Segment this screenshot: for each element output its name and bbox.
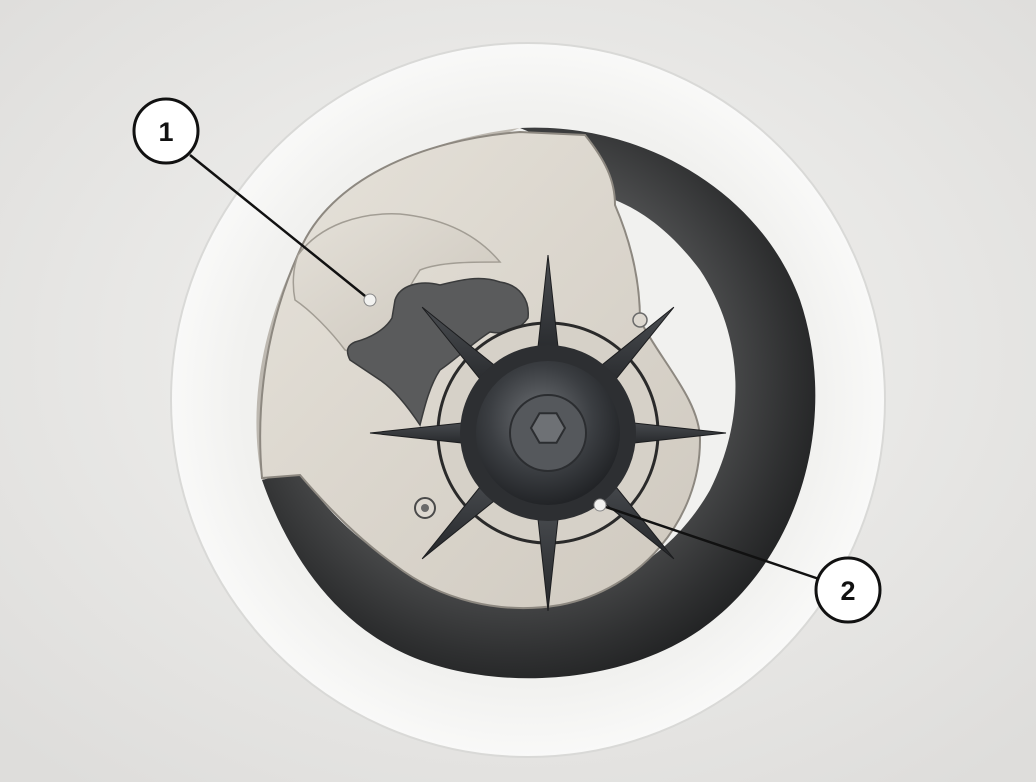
hex-bolt [531,413,565,442]
callout-2-anchor [594,499,606,511]
bolt-left [415,498,435,518]
callout-1-anchor [364,294,376,306]
bolt-right [633,313,647,327]
callout-1-label: 1 [158,117,173,147]
agitator [370,255,726,611]
callout-2-label: 2 [840,576,855,606]
